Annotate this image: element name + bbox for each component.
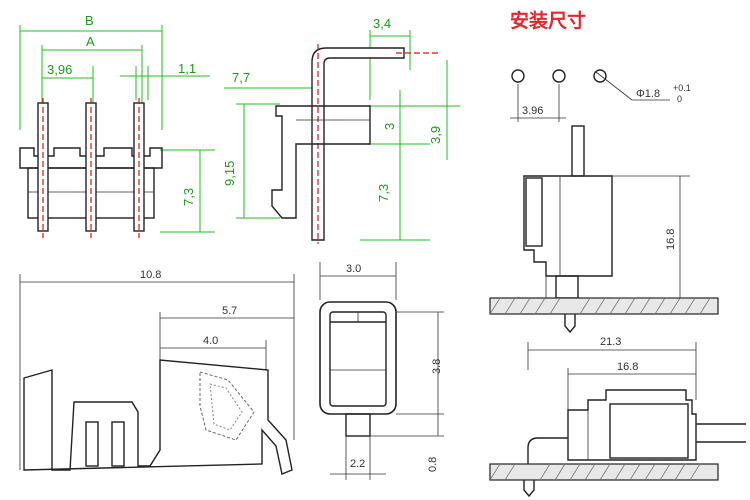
pcb-hole-2 xyxy=(552,69,566,83)
vertical-height-label: 16.8 xyxy=(665,229,677,250)
horizontal-length-label: 21.3 xyxy=(600,336,621,348)
dim-73-label: 7,3 xyxy=(376,184,391,202)
terminal-57-length: 5.7 xyxy=(222,305,237,317)
header-front-view: B A 3,96 1,1 7,3 xyxy=(19,13,215,238)
hole-tol-plus: +0.1 xyxy=(673,83,691,93)
housing-height-label: 3.8 xyxy=(431,359,443,374)
dim-pin-width-label: 1,1 xyxy=(178,61,196,76)
horizontal-depth-label: 16.8 xyxy=(617,361,638,373)
pcb-board-vertical xyxy=(489,297,719,315)
pcb-board-horizontal xyxy=(489,463,719,481)
terminal-40-length: 4.0 xyxy=(203,335,218,347)
housing-bottom-height-label: 0.8 xyxy=(427,457,439,472)
dim-total-label: 9,15 xyxy=(222,161,237,186)
vertical-install-view: 16.8 xyxy=(489,125,719,334)
dim-b-label: B xyxy=(85,13,94,28)
horizontal-install-view: 21.3 16.8 xyxy=(489,336,746,498)
housing-cross-section: 3.0 3.8 0.8 2.2 xyxy=(319,262,444,480)
dim-39-label: 3,9 xyxy=(428,126,443,144)
pcb-hole-layout: 3.96 Φ1.8 +0.1 0 xyxy=(510,69,691,122)
pcb-hole-1 xyxy=(511,69,525,83)
housing-width-label: 3.0 xyxy=(346,263,361,275)
housing-bottom-width-label: 2.2 xyxy=(350,458,365,470)
dim-top-label: 3,4 xyxy=(373,16,391,31)
terminal-total-length: 10.8 xyxy=(140,269,161,281)
pcb-pitch-label: 3.96 xyxy=(522,105,543,117)
dim-left-label: 7,7 xyxy=(232,70,250,85)
title-installation-dimensions: 安装尺寸 xyxy=(510,9,586,32)
pcb-hole-3 xyxy=(593,69,607,83)
dim-3-label: 3 xyxy=(382,123,397,130)
terminal-side-view: 10.8 5.7 4.0 xyxy=(19,269,295,475)
header-side-view: 3,4 7,7 9,15 3 3,9 7,3 xyxy=(222,16,460,244)
dim-a-label: A xyxy=(86,34,95,49)
dim-pitch-label: 3,96 xyxy=(47,62,72,77)
hole-diameter-label: Φ1.8 xyxy=(636,88,660,100)
dim-height-label: 7,3 xyxy=(181,188,196,206)
hole-tol-minus: 0 xyxy=(677,94,682,104)
